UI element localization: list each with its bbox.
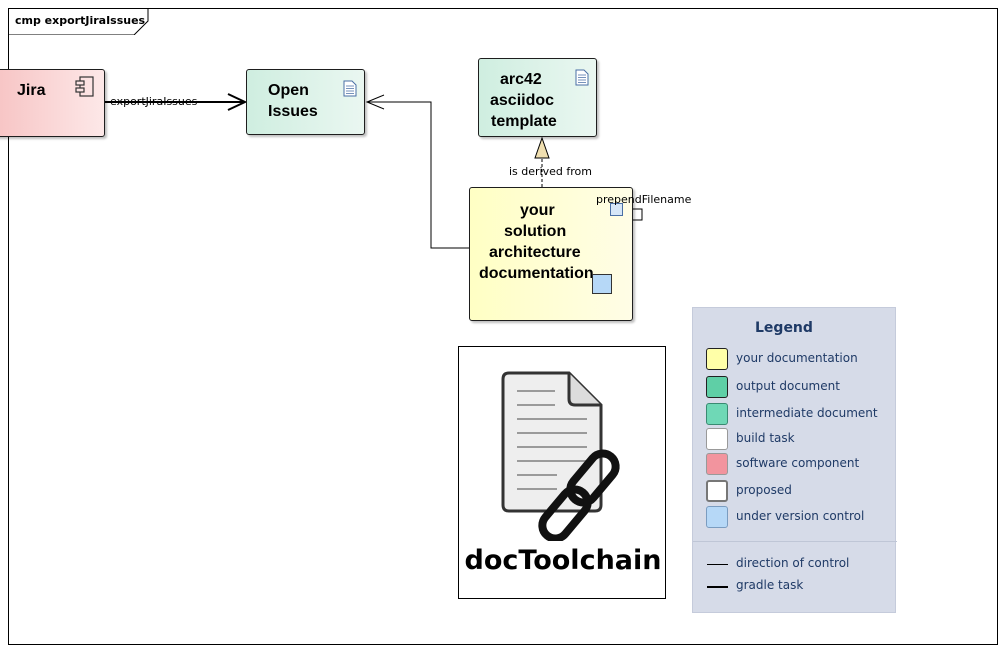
- open-issues-label-line1: Open: [268, 82, 309, 99]
- prepend-port: [632, 208, 643, 221]
- jira-label: Jira: [17, 82, 46, 99]
- frame-title-tab: [8, 8, 149, 35]
- legend-swatch: [706, 403, 728, 425]
- legend-swatch: [706, 348, 728, 370]
- thin-line-sample: [707, 564, 728, 565]
- legend-label: output document: [736, 379, 840, 393]
- legend-label: proposed: [736, 483, 792, 497]
- legend-line-item: direction of control: [693, 556, 893, 572]
- document-icon: [343, 80, 357, 97]
- export-label: exportJiraIssues: [110, 95, 198, 108]
- legend-label: under version control: [736, 509, 865, 523]
- legend-label: gradle task: [736, 578, 804, 592]
- legend-label: intermediate document: [736, 406, 878, 420]
- component-icon: [75, 76, 94, 97]
- legend-divider: [693, 541, 897, 542]
- doctoolchain-logo-text: docToolchain: [464, 545, 662, 576]
- derived-arrowhead: [534, 136, 550, 159]
- your-doc-label-line3: architecture: [489, 244, 581, 261]
- legend-swatch: [706, 453, 728, 475]
- legend-item: output document: [693, 376, 893, 398]
- arc42-label-line2: asciidoc: [490, 92, 555, 109]
- legend-label: your documentation: [736, 351, 858, 365]
- legend-item: under version control: [693, 506, 893, 528]
- your-documentation-node[interactable]: your solution architecture documentation: [469, 187, 633, 321]
- legend-item: build task: [693, 428, 893, 450]
- open-issues-node[interactable]: Open Issues: [246, 69, 365, 135]
- thick-line-sample: [707, 586, 728, 588]
- open-issues-label-line2: Issues: [268, 103, 318, 120]
- export-arrowhead: [227, 93, 248, 111]
- your-doc-label-line1: your: [520, 202, 555, 219]
- version-control-icon: [592, 274, 612, 294]
- legend-swatch: [706, 480, 728, 502]
- prepend-label: prependFilename: [596, 193, 692, 206]
- arc42-label-line1: arc42: [500, 71, 542, 88]
- derived-label: is derived from: [509, 165, 592, 178]
- legend-label: software component: [736, 456, 860, 470]
- frame-title: cmp exportJiraIssues: [15, 14, 146, 27]
- control-connector: [367, 101, 469, 249]
- legend-item: proposed: [693, 480, 893, 502]
- legend-swatch: [706, 428, 728, 450]
- document-chain-icon: [501, 371, 620, 541]
- legend-label: direction of control: [736, 556, 850, 570]
- your-doc-label-line2: solution: [504, 223, 567, 240]
- arc42-template-node[interactable]: arc42 asciidoc template: [478, 58, 597, 137]
- legend-item: intermediate document: [693, 403, 893, 425]
- legend-swatch: [706, 376, 728, 398]
- legend-item: your documentation: [693, 348, 893, 370]
- legend-title: Legend: [755, 320, 813, 336]
- jira-node[interactable]: Jira: [0, 69, 105, 137]
- doctoolchain-logo: docToolchain: [458, 346, 666, 599]
- legend: Legend your documentation output documen…: [692, 307, 897, 613]
- legend-label: build task: [736, 431, 795, 445]
- legend-line-item: gradle task: [693, 578, 893, 594]
- control-arrowhead: [365, 94, 385, 110]
- diagram-frame: [8, 8, 998, 645]
- legend-swatch: [706, 506, 728, 528]
- your-doc-label-line4: documentation: [479, 265, 594, 282]
- legend-item: software component: [693, 453, 893, 475]
- artifact-icon: [610, 203, 623, 216]
- document-icon: [575, 69, 589, 86]
- arc42-label-line3: template: [491, 113, 557, 130]
